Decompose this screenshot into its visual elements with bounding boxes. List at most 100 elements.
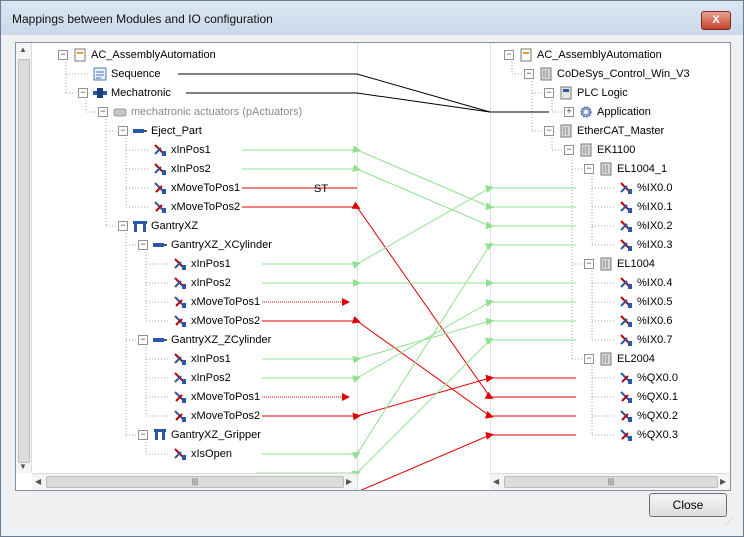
left-tree-node-xmovetopos1[interactable]: xMoveToPos1 — [152, 180, 240, 196]
left-tree-node-xinpos1[interactable]: xInPos1 — [152, 142, 211, 158]
right-tree-node-ix0-1[interactable]: %IX0.1 — [618, 199, 672, 215]
io-input-icon — [172, 256, 188, 272]
left-horizontal-scrollbar[interactable]: ◀ ||| ▶ — [32, 473, 357, 490]
io-input-icon — [618, 180, 634, 196]
right-tree-node-el2004[interactable]: EL2004 — [598, 351, 655, 367]
left-tree-node-sequence[interactable]: Sequence — [92, 66, 161, 82]
left-horizontal-scroll-thumb[interactable]: ||| — [46, 476, 344, 488]
collapse-icon[interactable]: − — [544, 126, 554, 136]
left-tree-node-xmovetopos1[interactable]: xMoveToPos1 — [172, 294, 260, 310]
collapse-icon[interactable]: − — [138, 430, 148, 440]
left-tree-node-mechatronic-actuators-pactuators[interactable]: mechatronic actuators (pActuators) — [112, 104, 302, 120]
right-tree-node-ix0-2[interactable]: %IX0.2 — [618, 218, 672, 234]
left-tree-node-xinpos1[interactable]: xInPos1 — [172, 256, 231, 272]
left-tree-node-xinpos2[interactable]: xInPos2 — [172, 275, 231, 291]
collapse-icon[interactable]: − — [584, 259, 594, 269]
right-tree-node-ix0-4[interactable]: %IX0.4 — [618, 275, 672, 291]
tree-node-label: EL1004 — [617, 258, 655, 270]
right-tree-node-ix0-7[interactable]: %IX0.7 — [618, 332, 672, 348]
collapse-icon[interactable]: − — [138, 240, 148, 250]
scroll-right-icon[interactable]: ▶ — [720, 477, 727, 486]
right-tree-node-qx0-2[interactable]: %QX0.2 — [618, 408, 678, 424]
right-tree-node-ethercat-master[interactable]: EtherCAT_Master — [558, 123, 664, 139]
left-tree-node-gantryxz[interactable]: GantryXZ — [132, 218, 198, 234]
close-button[interactable]: Close — [649, 493, 727, 517]
right-tree-node-ek1100[interactable]: EK1100 — [578, 142, 635, 158]
right-tree-node-qx0-3[interactable]: %QX0.3 — [618, 427, 678, 443]
vertical-scroll-thumb[interactable] — [18, 59, 30, 463]
right-tree-node-qx0-0[interactable]: %QX0.0 — [618, 370, 678, 386]
collapse-icon[interactable]: − — [524, 69, 534, 79]
left-tree-node-xmovetopos1[interactable]: xMoveToPos1 — [172, 389, 260, 405]
collapse-icon[interactable]: − — [118, 126, 128, 136]
collapse-icon[interactable]: − — [98, 107, 108, 117]
left-tree-node-xinpos2[interactable]: xInPos2 — [152, 161, 211, 177]
io-input-icon — [618, 332, 634, 348]
expand-icon[interactable]: + — [564, 107, 574, 117]
left-tree-node-ac-assemblyautomation[interactable]: AC_AssemblyAutomation — [72, 47, 216, 63]
application-gear-icon — [578, 104, 594, 120]
right-tree-node-el1004-1[interactable]: EL1004_1 — [598, 161, 667, 177]
right-tree-node-el1004[interactable]: EL1004 — [598, 256, 655, 272]
right-tree-node-qx0-1[interactable]: %QX0.1 — [618, 389, 678, 405]
tree-node-label: GantryXZ_ZCylinder — [171, 334, 272, 346]
tree-node-label: xMoveToPos1 — [191, 391, 261, 403]
right-tree-node-ix0-0[interactable]: %IX0.0 — [618, 180, 672, 196]
resize-grip-icon[interactable]: ⋰ — [725, 517, 733, 526]
io-input-icon — [618, 237, 634, 253]
right-tree-node-plc-logic[interactable]: PLC Logic — [558, 85, 628, 101]
collapse-icon[interactable]: − — [564, 145, 574, 155]
left-tree-node-xinpos1[interactable]: xInPos1 — [172, 351, 231, 367]
collapse-icon[interactable]: − — [584, 164, 594, 174]
right-horizontal-scrollbar[interactable]: ◀ ||| ▶ — [490, 473, 730, 490]
tree-node-label: %QX0.3 — [637, 429, 678, 441]
left-tree-node-xmovetopos2[interactable]: xMoveToPos2 — [172, 408, 260, 424]
tree-node-label: Application — [597, 106, 651, 118]
right-tree-node-ix0-6[interactable]: %IX0.6 — [618, 313, 672, 329]
left-tree-node-xmovetopos2[interactable]: xMoveToPos2 — [152, 199, 240, 215]
tree-node-label: %IX0.3 — [637, 239, 673, 251]
device-icon — [578, 142, 594, 158]
left-tree-node-xisopen[interactable]: xIsOpen — [172, 446, 232, 462]
cylinder-icon — [132, 123, 148, 139]
collapse-icon[interactable]: − — [78, 88, 88, 98]
tree-node-label: AC_AssemblyAutomation — [537, 49, 662, 61]
tree-node-label: xIsOpen — [191, 448, 232, 460]
window-close-button[interactable]: X — [701, 11, 731, 30]
tree-node-label: xMoveToPos1 — [171, 182, 241, 194]
scroll-right-icon[interactable]: ▶ — [346, 477, 353, 486]
right-tree-node-application[interactable]: Application — [578, 104, 651, 120]
sequence-icon — [92, 66, 108, 82]
scroll-up-icon[interactable]: ▲ — [19, 45, 27, 54]
right-tree-node-ix0-5[interactable]: %IX0.5 — [618, 294, 672, 310]
collapse-icon[interactable]: − — [504, 50, 514, 60]
cylinder-icon — [152, 237, 168, 253]
left-tree-node-xinpos2[interactable]: xInPos2 — [172, 370, 231, 386]
left-tree-node-gantryxz-gripper[interactable]: GantryXZ_Gripper — [152, 427, 261, 443]
io-input-icon — [172, 275, 188, 291]
tree-node-label: %IX0.7 — [637, 334, 673, 346]
collapse-icon[interactable]: − — [544, 88, 554, 98]
scroll-left-icon[interactable]: ◀ — [35, 477, 42, 486]
right-tree-node-ix0-3[interactable]: %IX0.3 — [618, 237, 672, 253]
collapse-icon[interactable]: − — [118, 221, 128, 231]
io-input-icon — [152, 161, 168, 177]
left-tree-node-gantryxz-zcylinder[interactable]: GantryXZ_ZCylinder — [152, 332, 271, 348]
right-horizontal-scroll-thumb[interactable]: ||| — [504, 476, 718, 488]
collapse-icon[interactable]: − — [138, 335, 148, 345]
left-tree-node-gantryxz-xcylinder[interactable]: GantryXZ_XCylinder — [152, 237, 272, 253]
collapse-icon[interactable]: − — [584, 354, 594, 364]
tree-node-label: xMoveToPos2 — [191, 410, 261, 422]
tree-node-label: CoDeSys_Control_Win_V3 — [557, 68, 690, 80]
left-tree-node-xmovetopos2[interactable]: xMoveToPos2 — [172, 313, 260, 329]
collapse-icon[interactable]: − — [58, 50, 68, 60]
right-tree-node-codesys-control-win-v3[interactable]: CoDeSys_Control_Win_V3 — [538, 66, 690, 82]
right-tree-node-ac-assemblyautomation[interactable]: AC_AssemblyAutomation — [518, 47, 662, 63]
vertical-scrollbar[interactable]: ▲ ▼ — [16, 43, 32, 473]
left-tree-node-eject-part[interactable]: Eject_Part — [132, 123, 202, 139]
mapping-line — [262, 315, 576, 419]
scroll-down-icon[interactable]: ▼ — [19, 462, 27, 471]
left-tree-node-mechatronic[interactable]: Mechatronic — [92, 85, 171, 101]
scroll-left-icon[interactable]: ◀ — [493, 477, 500, 486]
